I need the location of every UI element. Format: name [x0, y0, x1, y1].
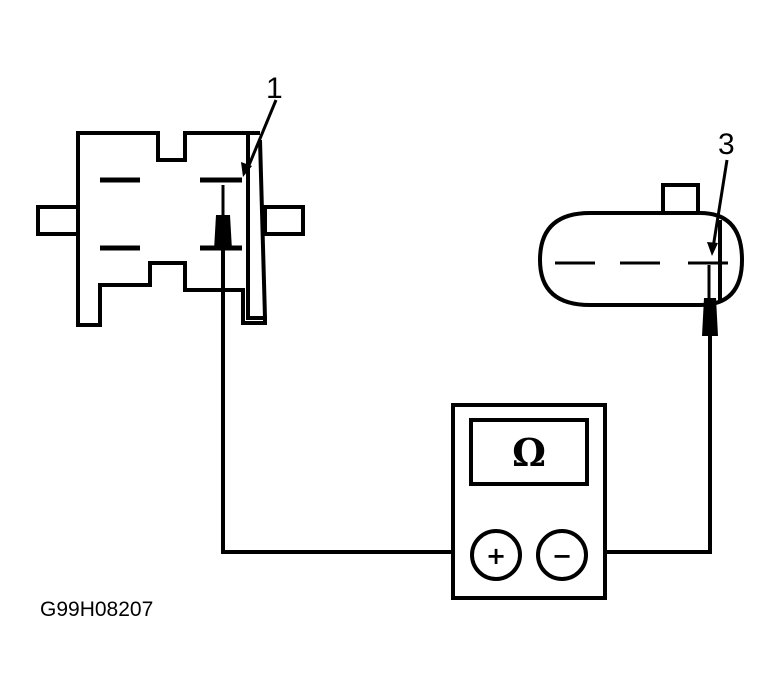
left-connector-side-tab-left [36, 205, 80, 236]
left-connector-body [76, 131, 267, 327]
ohm-symbol: Ω [512, 430, 546, 475]
negative-terminal-label: − [552, 542, 572, 570]
right-connector-body [537, 211, 745, 307]
positive-lead [221, 250, 470, 554]
left-connector-edge [258, 139, 267, 319]
callout-3-label: 3 [718, 128, 735, 161]
test-leads [221, 250, 712, 554]
figure-id: G99H08207 [40, 598, 153, 621]
right-connector-tab [661, 183, 700, 217]
left-connector [36, 131, 305, 327]
left-probe [214, 185, 232, 250]
right-connector [537, 183, 745, 307]
callout-1: 1 [241, 72, 283, 177]
left-connector-side-tab-right [263, 205, 305, 236]
callout-1-label: 1 [266, 72, 283, 105]
positive-terminal-label: + [486, 542, 506, 570]
callout-3: 3 [707, 128, 735, 256]
negative-lead [588, 336, 712, 554]
negative-terminal [536, 529, 588, 581]
ohmmeter: Ω + − [451, 403, 607, 600]
right-probe [702, 265, 718, 336]
ohmmeter-display [469, 418, 589, 486]
positive-terminal [470, 529, 522, 581]
